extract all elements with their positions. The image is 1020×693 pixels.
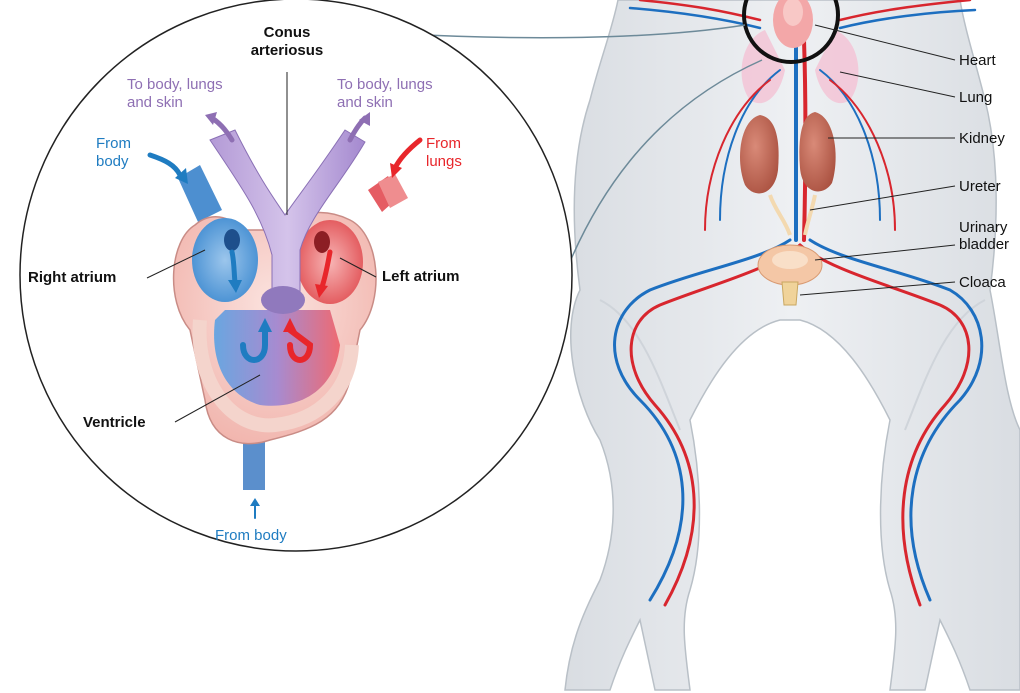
- label-lung: Lung: [959, 89, 992, 107]
- label-urinary-bladder: Urinary bladder: [959, 219, 1009, 253]
- label-from-body-top-line1: From: [96, 135, 131, 153]
- label-right-atrium: Right atrium: [28, 269, 116, 287]
- label-ventricle: Ventricle: [83, 414, 146, 432]
- label-conus-line2: arteriosus: [240, 42, 334, 60]
- label-kidney: Kidney: [959, 130, 1005, 148]
- label-to-body-left-line1: To body, lungs: [127, 76, 223, 94]
- label-to-body-right-line1: To body, lungs: [337, 76, 433, 94]
- label-conus-arteriosus: Conus arteriosus: [240, 24, 334, 60]
- label-from-body-bottom: From body: [215, 527, 287, 545]
- label-ureter: Ureter: [959, 178, 1001, 196]
- label-to-body-left: To body, lungs and skin: [127, 76, 223, 112]
- label-from-body-top: From body: [96, 135, 131, 171]
- label-from-lungs: From lungs: [426, 135, 462, 171]
- label-heart: Heart: [959, 52, 996, 70]
- label-from-lungs-line1: From: [426, 135, 462, 153]
- frog-body: [565, 0, 1020, 690]
- label-to-body-right: To body, lungs and skin: [337, 76, 433, 112]
- label-to-body-right-line2: and skin: [337, 94, 433, 112]
- label-to-body-left-line2: and skin: [127, 94, 223, 112]
- label-urinary-bladder-line1: Urinary: [959, 219, 1009, 236]
- label-cloaca: Cloaca: [959, 274, 1006, 292]
- label-urinary-bladder-line2: bladder: [959, 236, 1009, 253]
- label-conus-line1: Conus: [240, 24, 334, 42]
- label-from-body-top-line2: body: [96, 153, 131, 171]
- label-left-atrium: Left atrium: [382, 268, 460, 286]
- label-from-lungs-line2: lungs: [426, 153, 462, 171]
